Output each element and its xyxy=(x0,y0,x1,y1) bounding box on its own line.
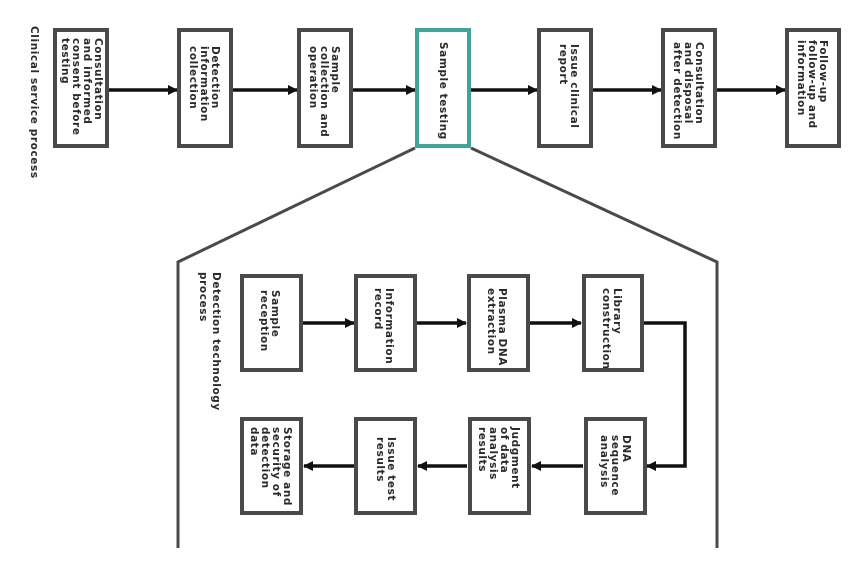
clinical-step-box: Consultation and disposal after detectio… xyxy=(661,28,717,148)
clinical-step-box: Follow-up follow-up and information xyxy=(785,28,841,148)
clinical-step-text: Consultation and disposal after detectio… xyxy=(671,42,705,140)
clinical-step-text: Issue clinical report xyxy=(557,44,580,129)
tech-step-text: Issue test results xyxy=(374,437,397,502)
tech-step-box: Sample reception xyxy=(240,274,303,372)
arrow-connector-down xyxy=(644,321,687,471)
tech-step-text: DNA sequence analysis xyxy=(598,435,632,497)
tech-step-box: DNA sequence analysis xyxy=(584,417,647,515)
tech-step-box: Plasma DNA extraction xyxy=(467,274,530,372)
tech-step-text: Storage and security of detection data xyxy=(248,427,293,507)
clinical-step-box: Consultation and informed consent before… xyxy=(53,28,109,148)
tech-step-text: Plasma DNA extraction xyxy=(485,288,508,366)
tech-step-box: Issue test results xyxy=(354,417,417,515)
clinical-step-text: Follow-up follow-up and information xyxy=(795,40,829,129)
tech-step-text: Judgment of data analysis results xyxy=(476,427,521,489)
tech-step-text: Information record xyxy=(372,288,395,365)
clinical-step-text: Sample collection and operation xyxy=(307,46,341,138)
expansion-outline xyxy=(176,146,719,548)
clinical-process-label: Clinical service process xyxy=(28,26,40,179)
clinical-step-text: Detection information collection xyxy=(187,46,221,122)
clinical-step-text: Sample testing xyxy=(437,42,449,140)
clinical-step-box-highlighted: Sample testing xyxy=(415,28,471,148)
tech-step-text: Library construction xyxy=(600,288,623,370)
clinical-step-box: Sample collection and operation xyxy=(297,28,353,148)
tech-step-box: Judgment of data analysis results xyxy=(468,417,531,515)
clinical-step-text: Consultation and informed consent before… xyxy=(59,38,104,136)
tech-step-box: Information record xyxy=(354,274,417,372)
tech-step-box: Library construction xyxy=(582,274,644,372)
clinical-step-box: Detection information collection xyxy=(177,28,233,148)
tech-step-text: Sample reception xyxy=(258,290,281,352)
technology-process-label: Detection technology process xyxy=(197,272,222,411)
tech-step-box: Storage and security of detection data xyxy=(240,417,303,515)
clinical-step-box: Issue clinical report xyxy=(537,28,593,148)
